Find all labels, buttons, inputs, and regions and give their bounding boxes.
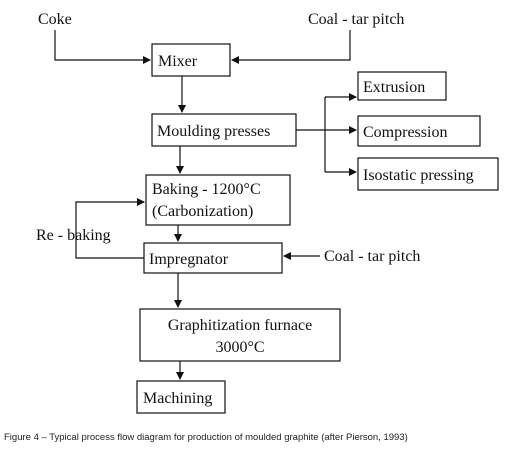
machining-label: Machining — [143, 390, 212, 407]
re-baking-label: Re - baking — [36, 227, 111, 244]
process-flow-diagram: Coke Coal - tar pitch Re - baking Coal -… — [36, 11, 499, 414]
machining-node: Machining — [136, 380, 226, 414]
impregnator-label: Impregnator — [149, 251, 229, 268]
graphitization-furnace-label-line1: Graphitization furnace — [168, 317, 312, 334]
coke-label: Coke — [38, 11, 72, 28]
compression-box — [357, 115, 481, 147]
isostatic-pressing-node: Isostatic pressing — [357, 157, 499, 191]
coal-tar-pitch-top-label: Coal - tar pitch — [308, 11, 404, 28]
isostatic-pressing-label: Isostatic pressing — [363, 167, 474, 184]
isostatic-pressing-box — [357, 157, 499, 191]
graphitization-furnace-box — [139, 308, 341, 362]
extrusion-node: Extrusion — [357, 71, 447, 101]
arrow-re-baking-loop — [75, 198, 145, 259]
graphitization-furnace-node: Graphitization furnace 3000°C — [139, 308, 341, 362]
arrow-coal-tar-pitch-to-mixer — [231, 30, 351, 64]
mixer-node: Mixer — [151, 43, 231, 77]
baking-label-line2: (Carbonization) — [152, 203, 253, 220]
graphitization-furnace-label-line2: 3000°C — [215, 339, 264, 356]
mixer-label: Mixer — [158, 53, 198, 70]
extrusion-label: Extrusion — [363, 79, 425, 96]
arrow-coke-to-mixer — [54, 30, 151, 64]
moulding-presses-node: Moulding presses — [151, 113, 297, 147]
baking-label-line1: Baking - 1200°C — [152, 181, 261, 198]
extrusion-box — [357, 71, 447, 101]
figure-caption: Figure 4 – Typical process flow diagram … — [4, 432, 408, 443]
moulding-presses-label: Moulding presses — [157, 123, 270, 140]
baking-node: Baking - 1200°C (Carbonization) — [145, 174, 291, 226]
impregnator-box — [143, 242, 283, 274]
compression-label: Compression — [363, 124, 447, 141]
mixer-box — [151, 43, 231, 77]
machining-box — [136, 380, 226, 414]
baking-box — [145, 174, 291, 226]
coal-tar-pitch-side-label: Coal - tar pitch — [324, 248, 420, 265]
compression-node: Compression — [357, 115, 481, 147]
impregnator-node: Impregnator — [143, 242, 283, 274]
moulding-presses-box — [151, 113, 297, 147]
